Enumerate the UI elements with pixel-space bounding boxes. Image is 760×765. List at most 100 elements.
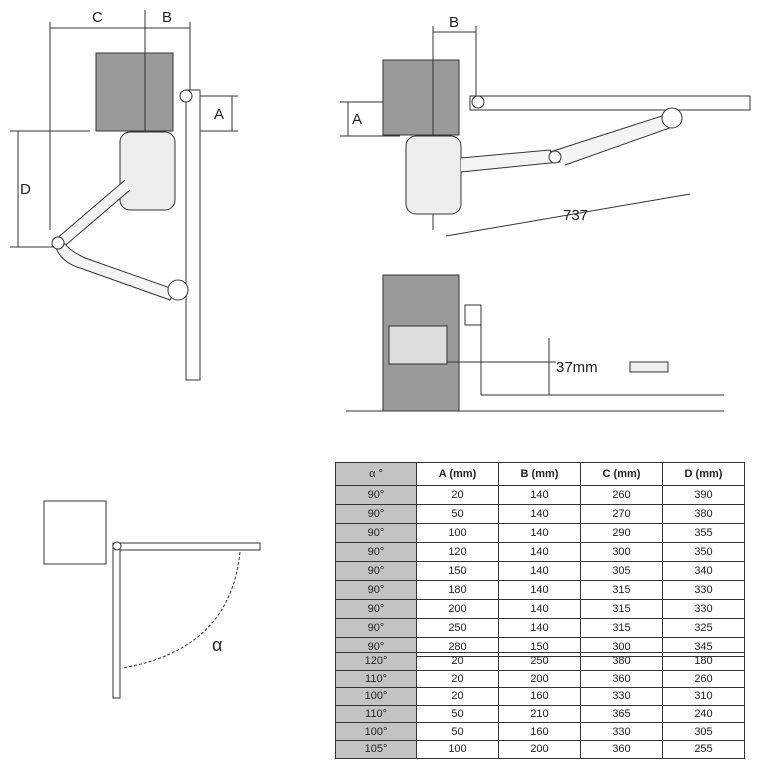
cell-angle: 120° [335,652,417,671]
cell-value: 50 [416,504,499,524]
cell-angle: 110° [335,669,417,689]
cell-value: 315 [580,599,663,619]
cell-value: 140 [498,504,581,524]
cell-value: 20 [416,687,499,706]
cell-value: 305 [662,722,745,741]
cell-value: 360 [580,739,663,759]
cell-angle: 100° [335,722,417,741]
cell-value: 100 [416,739,499,759]
cell-value: 20 [416,485,499,505]
cell-value: 200 [498,669,581,689]
cell-value: 325 [662,618,745,638]
cell-value: 240 [662,704,745,724]
side-view-bracket: 37mm [346,274,724,412]
cell-value: 140 [498,485,581,505]
cell-angle: 90° [335,504,417,524]
opening-angle-diagram: α [43,500,261,699]
cell-value: 140 [498,618,581,638]
cell-value: 200 [498,739,581,759]
cell-value: 290 [580,523,663,543]
cell-angle: 90° [335,599,417,619]
cell-value: 330 [580,722,663,741]
cell-angle: 90° [335,523,417,543]
header-a: A (mm) [416,462,499,486]
cell-value: 50 [416,704,499,724]
cell-value: 140 [498,599,581,619]
header-c: C (mm) [580,462,663,486]
cell-value: 390 [662,485,745,505]
cell-angle: 90° [335,618,417,638]
cell-value: 180 [662,652,745,671]
cell-value: 150 [416,561,499,581]
dim-label-a-2: A [352,111,362,128]
cell-value: 160 [498,722,581,741]
cell-value: 250 [498,652,581,671]
cell-value: 160 [498,687,581,706]
angle-label-alpha: α [212,635,222,655]
arm-length-label: 737 [563,207,588,224]
cell-value: 210 [498,704,581,724]
cell-angle: 90° [335,561,417,581]
cell-value: 140 [498,542,581,562]
cell-value: 350 [662,542,745,562]
cell-value: 200 [416,599,499,619]
cell-value: 140 [498,580,581,600]
cell-value: 140 [498,561,581,581]
cell-value: 330 [662,580,745,600]
cell-value: 340 [662,561,745,581]
cell-value: 380 [580,652,663,671]
cell-value: 20 [416,669,499,689]
cell-value: 380 [662,504,745,524]
cell-angle: 90° [335,542,417,562]
cell-value: 255 [662,739,745,759]
dim-label-b-2: B [449,14,459,31]
cell-angle: 90° [335,580,417,600]
cell-value: 250 [416,618,499,638]
header-d: D (mm) [662,462,745,486]
top-view-arm-closed: B A 737 [340,14,751,237]
dim-label-b: B [162,9,172,26]
top-view-arm-open: C B A D [10,9,238,381]
cell-value: 180 [416,580,499,600]
cell-angle: 105° [335,739,417,759]
dim-label-a: A [214,106,224,123]
bracket-offset-label: 37mm [556,359,598,376]
dim-label-d: D [20,181,31,198]
table-header-row: α ° A (mm) B (mm) C (mm) D (mm) [335,462,745,486]
cell-value: 315 [580,618,663,638]
cell-value: 260 [662,669,745,689]
cell-angle: 110° [335,704,417,724]
cell-value: 310 [662,687,745,706]
cell-value: 100 [416,523,499,543]
cell-value: 360 [580,669,663,689]
cell-value: 300 [580,542,663,562]
cell-value: 330 [580,687,663,706]
cell-value: 330 [662,599,745,619]
cell-value: 50 [416,722,499,741]
cell-value: 270 [580,504,663,524]
cell-angle: 100° [335,687,417,706]
cell-value: 315 [580,580,663,600]
cell-value: 120 [416,542,499,562]
cell-value: 305 [580,561,663,581]
cell-value: 260 [580,485,663,505]
header-b: B (mm) [498,462,581,486]
